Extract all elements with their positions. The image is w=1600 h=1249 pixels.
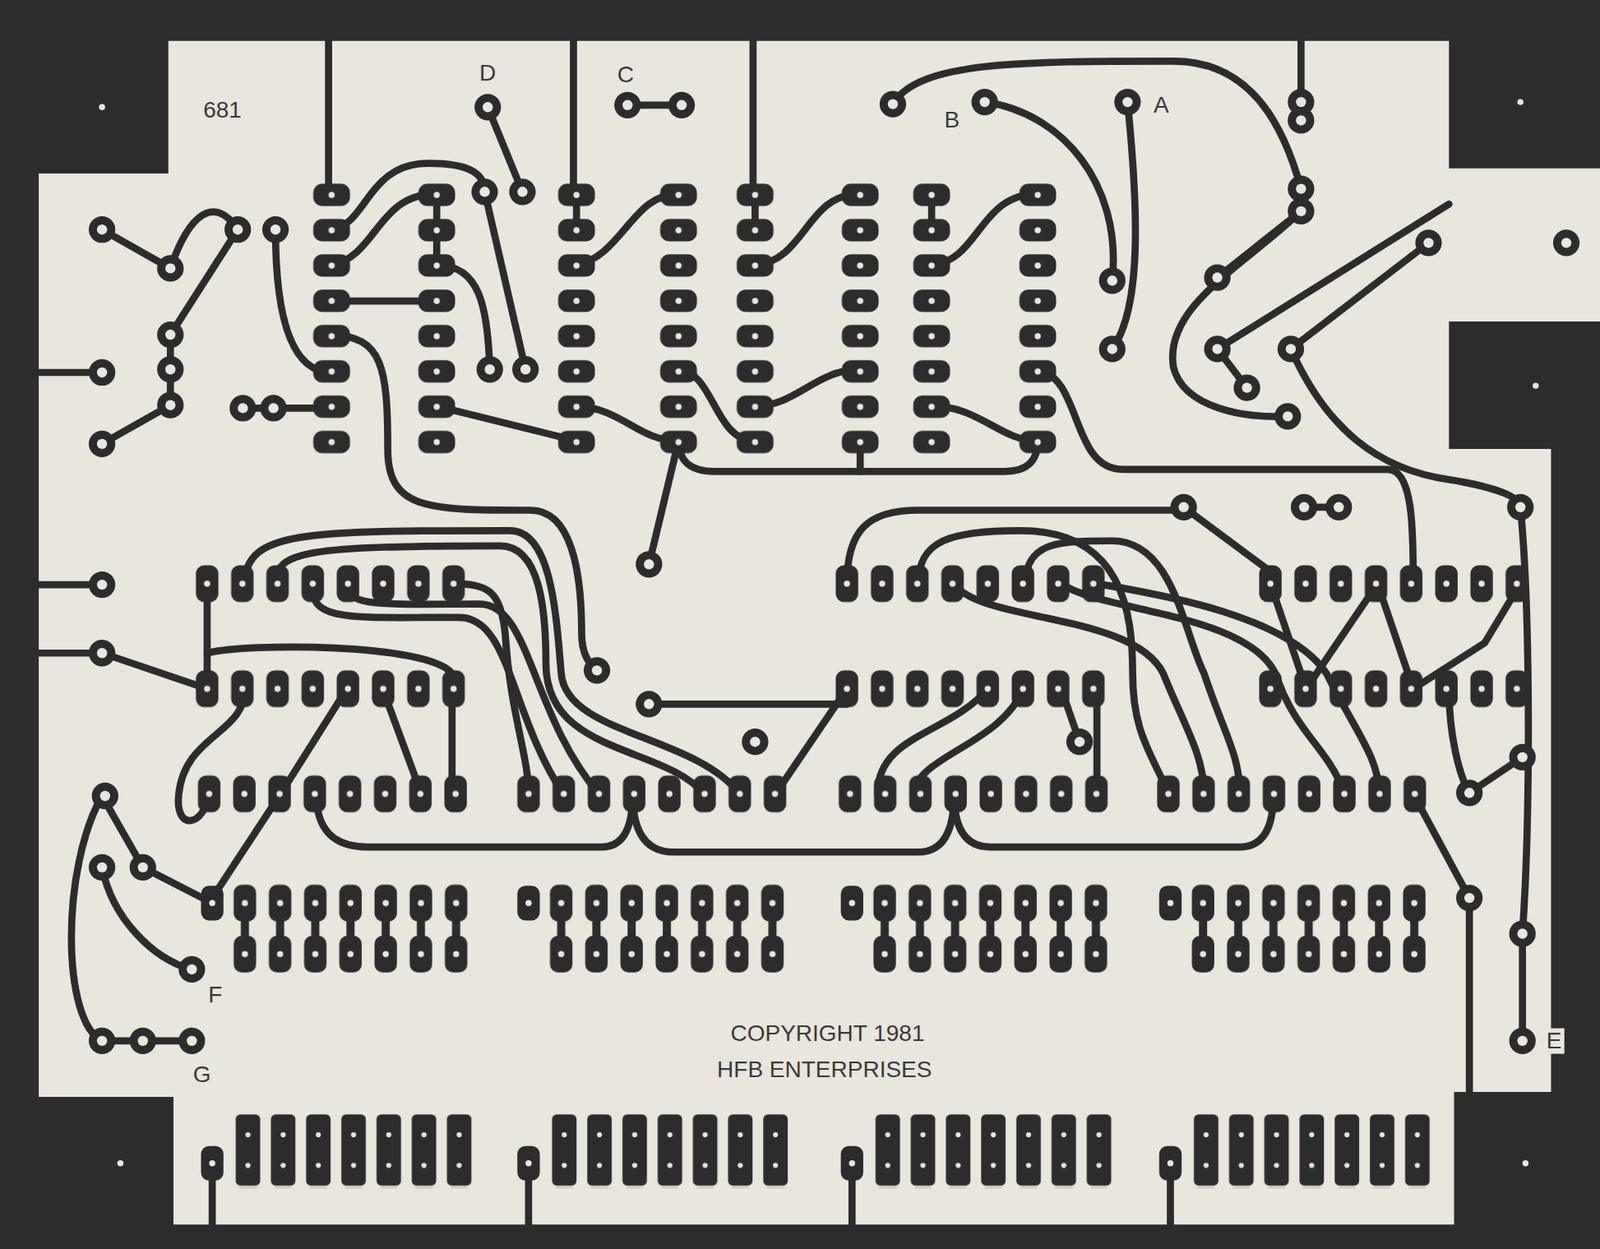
terminal-label: B [942,107,963,134]
copyright-note: HFB ENTERPRISES [714,1056,935,1083]
terminal-label: A [1151,92,1172,118]
board-number: 681 [200,97,245,124]
terminal-label: G [190,1061,214,1087]
copyright-note: COPYRIGHT 1981 [727,1021,927,1047]
terminal-label: D [476,60,499,87]
terminal-label: F [205,982,225,1009]
terminal-label: E [1544,1027,1565,1054]
terminal-label: C [615,61,637,88]
